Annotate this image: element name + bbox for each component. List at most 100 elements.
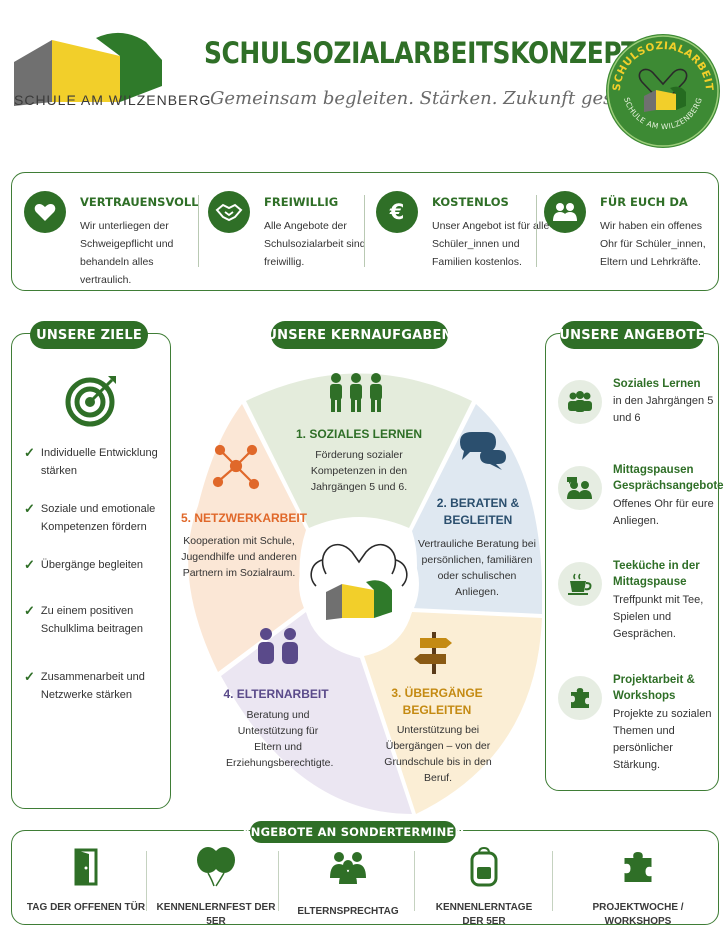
network-icon: [212, 444, 260, 490]
school-logo: [14, 32, 162, 106]
event-welcome-party: KENNENLERNFEST DER 5ER: [156, 847, 276, 929]
offer-item: Mittagspausen Gesprächsangebote Offenes …: [558, 462, 724, 542]
puzzle-icon: [578, 847, 698, 887]
principle-title: FÜR EUCH DA: [600, 195, 688, 209]
segment-title: 3. ÜBERGÄNGE BEGLEITEN: [391, 686, 483, 717]
goal-text: Zusammenarbeit und Netzwerke stärken: [40, 671, 145, 701]
offer-item: Projektarbeit & Workshops Projekte zu so…: [558, 672, 718, 771]
goal-text: Soziale und emotionale Kompetenzen förde…: [40, 503, 156, 533]
goal-text: Übergänge begleiten: [40, 559, 144, 571]
balloons-icon: [156, 847, 276, 887]
svg-text:€: €: [389, 200, 405, 224]
offer-text: Projekte zu sozialen Themen und persönli…: [613, 708, 712, 771]
event-label: ELTERNSPRECHTAG: [297, 906, 399, 917]
goal-item: ✓Zu einem positiven Schulklima beitragen: [24, 602, 170, 638]
target-icon: [65, 376, 116, 427]
segment-social-learning: [246, 373, 472, 528]
principle-title: KOSTENLOS: [432, 195, 509, 209]
tea-cup-icon: [558, 562, 602, 606]
hands-heart-icon: [310, 544, 408, 587]
principle-text: Alle Angebote der Schulsozialarbeit sind…: [264, 220, 366, 268]
principle-for-you: FÜR EUCH DA Wir haben ein offenes Ohr fü…: [544, 187, 714, 277]
offers-panel: Soziales Lernen in den Jahrgängen 5 und …: [545, 333, 724, 791]
core-tasks-heading: UNSERE KERNAUFGABEN: [266, 321, 452, 349]
event-label: KENNENLERNTAGE DER 5ER: [435, 902, 533, 927]
special-events-panel: TAG DER OFFENEN TÜR KENNENLERNFEST DER 5…: [11, 830, 719, 927]
goal-item: ✓Soziale und emotionale Kompetenzen förd…: [24, 500, 170, 536]
puzzle-icon: [558, 676, 602, 720]
speech-bubbles-icon: [460, 432, 506, 470]
offer-item: Soziales Lernen in den Jahrgängen 5 und …: [558, 376, 718, 456]
principle-title: VERTRAUENSVOLL: [80, 195, 199, 209]
divider: [198, 195, 199, 267]
goal-text: Zu einem positiven Schulklima beitragen: [40, 605, 144, 635]
offer-title: Projektarbeit & Workshops: [613, 674, 695, 702]
offer-text: in den Jahrgängen 5 und 6: [613, 395, 714, 424]
principle-text: Unser Angebot ist für alle Schüler_innen…: [432, 220, 550, 268]
principles-panel: VERTRAUENSVOLL Wir unterliegen der Schwe…: [11, 172, 719, 291]
divider: [364, 195, 365, 267]
segment-text: Unterstützung bei Übergängen – von der G…: [384, 724, 492, 784]
segment-network: [188, 404, 306, 672]
offer-item: Teeküche in der Mittagspause Treffpunkt …: [558, 558, 718, 640]
event-label: KENNENLERNFEST DER 5ER: [156, 902, 276, 927]
offers-heading: UNSERE ANGEBOTE: [559, 321, 704, 349]
parents-icon: [258, 628, 298, 664]
goal-item: ✓Übergänge begleiten: [24, 557, 144, 572]
offer-title: Mittagspausen Gesprächsangebote: [613, 464, 724, 492]
divider: [552, 851, 553, 911]
people-icon: [544, 191, 586, 233]
segment-title: 5. NETZWERKARBEIT: [181, 511, 307, 525]
offer-text: Treffpunkt mit Tee, Spielen und Gespräch…: [613, 594, 704, 640]
divider: [414, 851, 415, 911]
event-open-day: TAG DER OFFENEN TÜR: [26, 847, 146, 915]
event-project-week: PROJEKTWOCHE / WORKSHOPS: [578, 847, 698, 929]
segment-text: Kooperation mit Schule, Jugendhilfe und …: [181, 535, 297, 579]
principle-text: Wir unterliegen der Schweigepflicht und …: [80, 220, 174, 286]
divider: [536, 195, 537, 267]
segment-counseling: [412, 404, 542, 614]
segment-text: Beratung und Unterstützung für Eltern un…: [226, 709, 334, 769]
divider: [278, 851, 279, 911]
event-parents-day: ELTERNSPRECHTAG: [288, 847, 408, 919]
parents-icon: [288, 847, 408, 887]
signpost-icon: [414, 632, 452, 674]
event-label: TAG DER OFFENEN TÜR: [26, 902, 146, 913]
heart-icon: [24, 191, 66, 233]
principle-free: € KOSTENLOS Unser Angebot ist für alle S…: [376, 187, 549, 277]
center-logo: [326, 580, 392, 620]
group-icon: [558, 380, 602, 424]
segment-title: 1. SOZIALES LERNEN: [295, 427, 423, 441]
school-social-work-badge: SCHULSOZIALARBEIT SCHULE AM WILZENBERG: [606, 34, 720, 148]
principle-title: FREIWILLIG: [264, 195, 339, 209]
principle-voluntary: FREIWILLIG Alle Angebote der Schulsozial…: [208, 187, 378, 277]
chat-people-icon: [558, 466, 602, 510]
school-name: SCHULE AM WILZENBERG: [14, 92, 212, 108]
principle-confidential: VERTRAUENSVOLL Wir unterliegen der Schwe…: [24, 187, 199, 286]
euro-icon: €: [376, 191, 418, 233]
page-title: SCHULSOZIALARBEITSKONZEPT: [204, 36, 638, 70]
backpack-icon: [424, 847, 544, 887]
event-label: PROJEKTWOCHE / WORKSHOPS: [592, 902, 684, 927]
page-subtitle: Gemeinsam begleiten. Stärken. Zukunft ge…: [210, 88, 672, 109]
offer-title: Teeküche in der Mittagspause: [613, 560, 700, 588]
segment-title: 4. ELTERNARBEIT: [223, 687, 329, 701]
special-events-heading: ANGEBOTE AN SONDERTERMINEN: [242, 821, 464, 843]
goals-heading: UNSERE ZIELE: [30, 321, 148, 349]
segment-text: Vertrauliche Beratung bei persönlichen, …: [418, 538, 536, 598]
principle-text: Wir haben ein offenes Ohr für Schüler_in…: [600, 220, 706, 268]
segment-transitions: [364, 612, 542, 814]
segment-text: Förderung sozialer Kompetenzen in den Ja…: [310, 449, 408, 493]
offer-title: Soziales Lernen: [613, 378, 701, 390]
goal-item: ✓Individuelle Entwicklung stärken: [24, 444, 170, 480]
divider: [146, 851, 147, 911]
three-people-icon: [330, 373, 382, 412]
door-icon: [26, 847, 146, 887]
handshake-icon: [208, 191, 250, 233]
segment-title: 2. BERATEN & BEGLEITEN: [436, 496, 520, 527]
goal-text: Individuelle Entwicklung stärken: [40, 447, 158, 477]
core-tasks-wheel: [188, 373, 542, 814]
offer-text: Offenes Ohr für eure Anliegen.: [613, 498, 714, 527]
goal-item: ✓Zusammenarbeit und Netzwerke stärken: [24, 668, 170, 704]
goals-panel: ✓Individuelle Entwicklung stärken ✓Sozia…: [11, 333, 171, 809]
